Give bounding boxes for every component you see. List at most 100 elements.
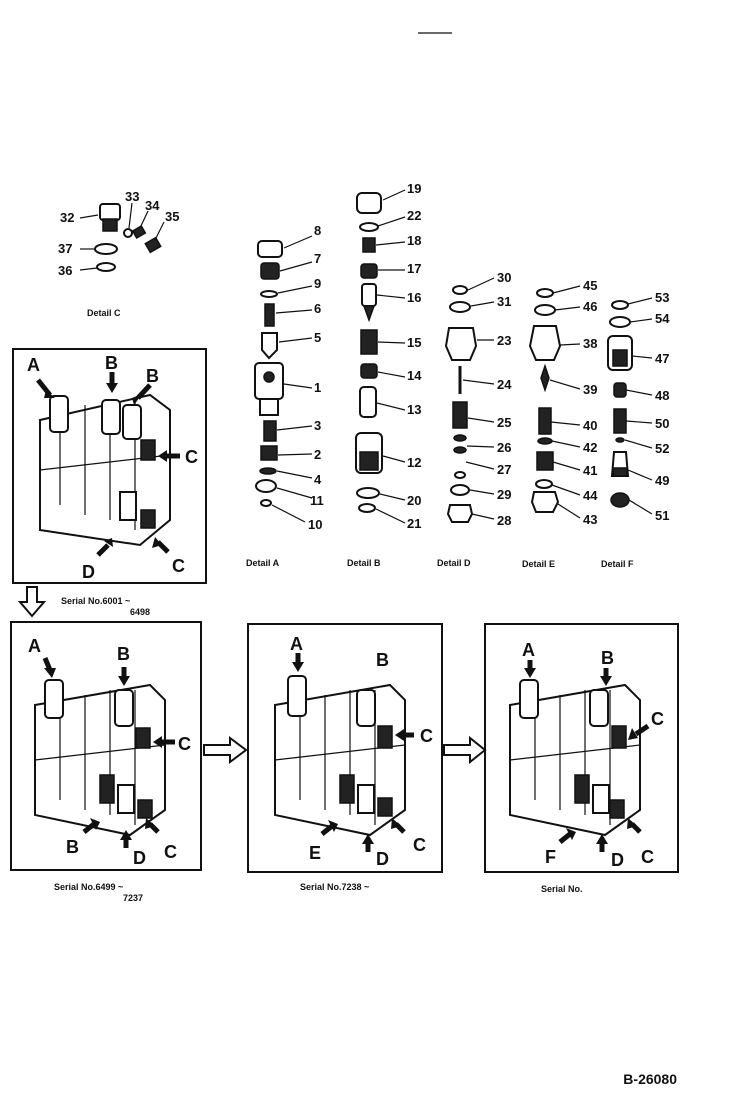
part-label-4: 4 [314, 472, 322, 487]
right-arrow [443, 735, 487, 765]
callout-c: C [420, 726, 433, 746]
serial-label-1-end: 6498 [130, 607, 150, 617]
part-label-2: 2 [314, 447, 321, 462]
serial-label-3: Serial No.7238 ~ [300, 882, 369, 892]
callout-b: B [601, 648, 614, 668]
valve-assembly-4: A B C F D C [484, 623, 679, 873]
part-label-37: 37 [58, 241, 72, 256]
part-label-35: 35 [165, 209, 179, 224]
valve-assembly-1: A B B C D C [12, 348, 207, 584]
part-label-46: 46 [583, 299, 597, 314]
part-label-20: 20 [407, 493, 421, 508]
valve-assembly-3: A B C E D C [247, 623, 443, 873]
detail-f-group: 53 54 47 48 50 52 49 51 Detail F [601, 290, 670, 569]
part-label-7: 7 [314, 251, 321, 266]
part-label-6: 6 [314, 301, 321, 316]
callout-d: D [611, 850, 624, 870]
callout-c: C [651, 709, 664, 729]
detail-c-caption: Detail C [87, 308, 121, 318]
callout-c: C [641, 847, 654, 867]
callout-b: B [105, 353, 118, 373]
callout-a: A [27, 355, 40, 375]
serial-label-4: Serial No. [541, 884, 583, 894]
figure-reference: B-26080 [623, 1071, 677, 1087]
callout-b: B [146, 366, 159, 386]
callout-c: C [164, 842, 177, 862]
part-label-9: 9 [314, 276, 321, 291]
part-label-5: 5 [314, 330, 321, 345]
callout-a: A [522, 640, 535, 660]
serial-label-1: Serial No.6001 ~ [61, 596, 130, 606]
detail-c-group: 32 33 34 35 37 36 Detail C [58, 189, 179, 318]
serial-label-2: Serial No.6499 ~ [54, 882, 123, 892]
part-label-8: 8 [314, 223, 321, 238]
part-label-41: 41 [583, 463, 597, 478]
valve-assembly-2: A B C B D C [10, 621, 202, 871]
detail-f-caption: Detail F [601, 559, 634, 569]
down-arrow [17, 586, 47, 618]
detail-d-group: 30 31 23 24 25 26 27 29 28 Detail D [437, 270, 512, 568]
callout-d: D [376, 849, 389, 869]
detail-e-group: 45 46 38 39 40 42 41 44 43 Detail E [522, 278, 598, 569]
part-label-19: 19 [407, 181, 421, 196]
part-label-39: 39 [583, 382, 597, 397]
part-label-42: 42 [583, 440, 597, 455]
callout-a: A [28, 636, 41, 656]
part-label-54: 54 [655, 311, 670, 326]
detail-d-caption: Detail D [437, 558, 471, 568]
part-label-43: 43 [583, 512, 597, 527]
detail-b-group: 19 22 18 17 16 15 14 13 12 20 21 Detail … [347, 181, 422, 568]
part-label-49: 49 [655, 473, 669, 488]
part-label-27: 27 [497, 462, 511, 477]
callout-c: C [172, 556, 185, 576]
part-label-44: 44 [583, 488, 598, 503]
part-label-26: 26 [497, 440, 511, 455]
part-label-47: 47 [655, 351, 669, 366]
callout-d: D [133, 848, 146, 868]
callout-f: F [545, 847, 556, 867]
callout-d: D [82, 562, 95, 582]
part-label-17: 17 [407, 261, 421, 276]
part-label-21: 21 [407, 516, 421, 531]
part-label-16: 16 [407, 290, 421, 305]
callout-c: C [185, 447, 198, 467]
part-label-30: 30 [497, 270, 511, 285]
part-label-40: 40 [583, 418, 597, 433]
part-label-25: 25 [497, 415, 511, 430]
part-label-29: 29 [497, 487, 511, 502]
part-label-11: 11 [310, 493, 324, 508]
part-label-53: 53 [655, 290, 669, 305]
part-label-48: 48 [655, 388, 669, 403]
part-label-3: 3 [314, 418, 321, 433]
part-label-31: 31 [497, 294, 511, 309]
detail-a-caption: Detail A [246, 558, 280, 568]
callout-c: C [178, 734, 191, 754]
part-label-22: 22 [407, 208, 421, 223]
callout-a: A [290, 634, 303, 654]
callout-c: C [413, 835, 426, 855]
callout-b: B [66, 837, 79, 857]
part-label-33: 33 [125, 189, 139, 204]
detail-e-caption: Detail E [522, 559, 555, 569]
right-arrow [203, 736, 248, 764]
part-label-45: 45 [583, 278, 597, 293]
part-label-38: 38 [583, 336, 597, 351]
part-label-1: 1 [314, 380, 321, 395]
part-label-52: 52 [655, 441, 669, 456]
part-label-24: 24 [497, 377, 512, 392]
part-label-51: 51 [655, 508, 669, 523]
part-label-18: 18 [407, 233, 421, 248]
part-label-32: 32 [60, 210, 74, 225]
callout-b: B [117, 644, 130, 664]
part-label-15: 15 [407, 335, 421, 350]
part-label-34: 34 [145, 198, 160, 213]
part-label-13: 13 [407, 402, 421, 417]
part-label-50: 50 [655, 416, 669, 431]
part-label-36: 36 [58, 263, 72, 278]
part-label-12: 12 [407, 455, 421, 470]
serial-label-2-end: 7237 [123, 893, 143, 903]
callout-b: B [376, 650, 389, 670]
part-label-28: 28 [497, 513, 511, 528]
part-label-23: 23 [497, 333, 511, 348]
